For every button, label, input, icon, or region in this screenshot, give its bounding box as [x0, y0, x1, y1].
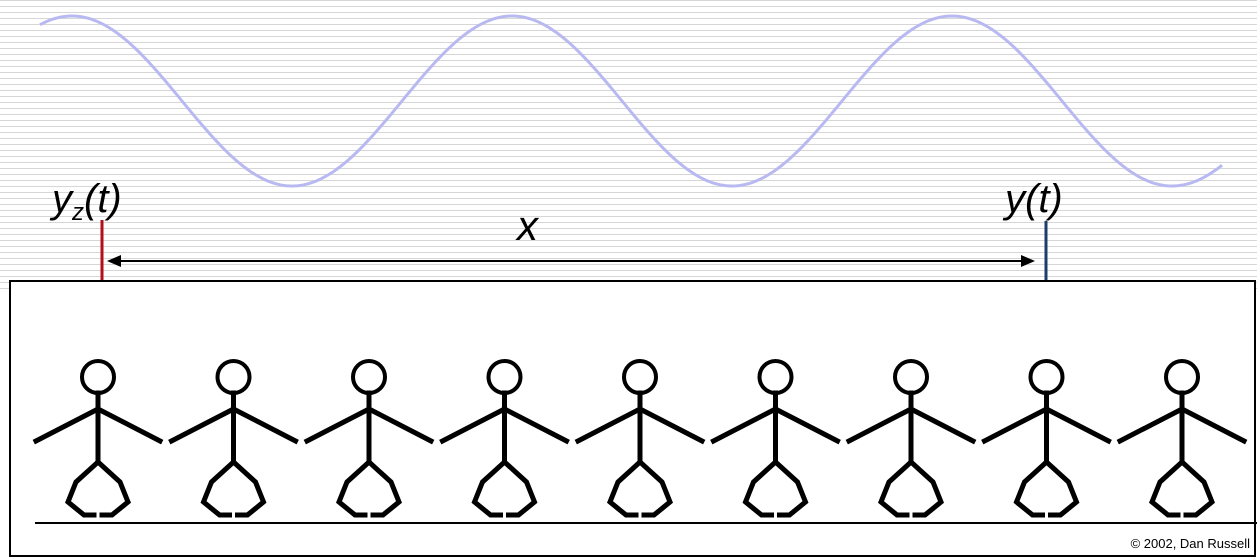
stick-figure — [303, 359, 435, 518]
source-label-tail: (t) — [84, 177, 122, 221]
stick-figure — [168, 359, 299, 518]
source-label-subscript: z — [71, 199, 84, 226]
stick-figures — [32, 359, 1248, 518]
stick-figure — [1116, 359, 1248, 518]
copyright-credit: © 2002, Dan Russell — [1131, 536, 1251, 551]
background-stripes — [0, 0, 1257, 290]
source-label-base: y — [49, 177, 75, 221]
stick-figure — [439, 359, 570, 518]
stick-figure — [981, 359, 1112, 518]
sine-wave — [39, 14, 1223, 188]
distance-arrow — [107, 255, 1035, 267]
stick-figure — [574, 359, 706, 518]
distance-label: x — [515, 202, 540, 249]
stick-figure — [710, 359, 841, 518]
target-label: y(t) — [1002, 177, 1063, 221]
stick-figure — [845, 359, 977, 518]
source-label: yz(t) — [49, 177, 122, 226]
stick-figure — [32, 359, 164, 518]
